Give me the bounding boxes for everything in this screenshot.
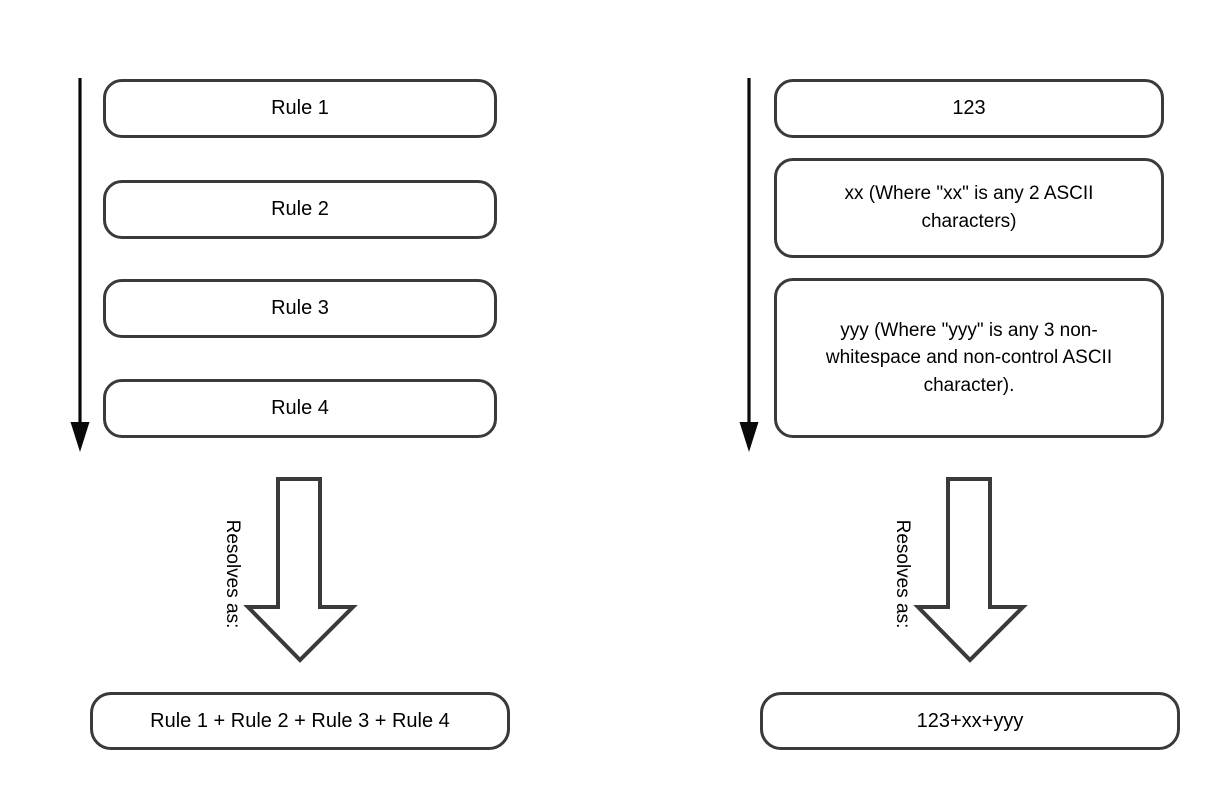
right-sequence-down-arrow-icon [739,78,759,452]
right-result-box: 123+xx+yyy [760,692,1180,750]
left-sequence-down-arrow-icon [70,78,90,452]
rule-4-box: Rule 4 [103,379,497,438]
value-xx-box: xx (Where "xx" is any 2 ASCII characters… [774,158,1164,258]
value-yyy-label: yyy (Where "yyy" is any 3 non-whitespace… [825,319,1113,396]
rule-3-box: Rule 3 [103,279,497,338]
right-result-label: 123+xx+yyy [916,709,1024,732]
rule-2-box: Rule 2 [103,180,497,239]
left-resolves-down-arrow-icon [243,477,358,663]
rule-1-label: Rule 1 [271,97,329,119]
left-result-label: Rule 1 + Rule 2 + Rule 3 + Rule 4 [150,709,450,732]
rule-4-label: Rule 4 [271,397,329,419]
value-xx-label: xx (Where "xx" is any 2 ASCII characters… [844,183,1094,232]
value-123-label: 123 [952,97,986,119]
value-123-box: 123 [774,79,1164,138]
right-resolves-down-arrow-icon [913,477,1028,663]
left-result-box: Rule 1 + Rule 2 + Rule 3 + Rule 4 [90,692,510,750]
rule-1-box: Rule 1 [103,79,497,138]
value-yyy-box: yyy (Where "yyy" is any 3 non-whitespace… [774,278,1164,438]
rule-2-label: Rule 2 [271,198,329,220]
rule-3-label: Rule 3 [271,297,329,319]
